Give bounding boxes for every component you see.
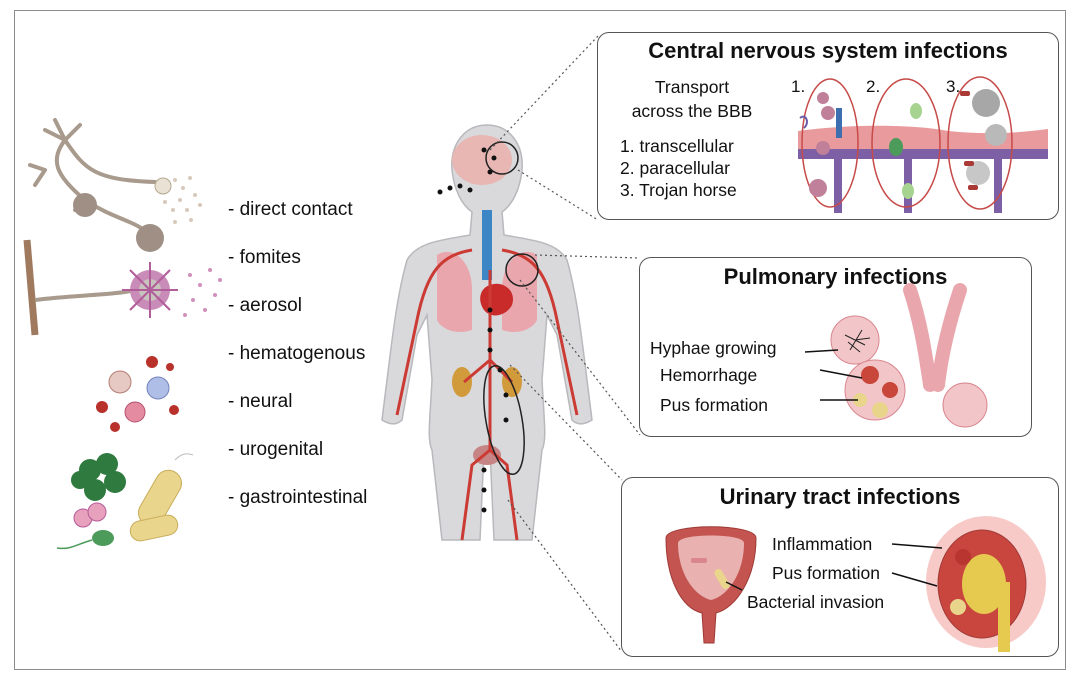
bbb-heading-line1: Transport bbox=[612, 75, 772, 99]
label-hemorrhage: Hemorrhage bbox=[660, 365, 757, 386]
bbb-heading-line2: across the BBB bbox=[612, 99, 772, 123]
blood-brain-barrier-illustration bbox=[788, 73, 1056, 213]
urinary-label-arrows bbox=[622, 478, 1060, 658]
urinary-tract-infections-panel: Urinary tract infections Inflammation Pu… bbox=[621, 477, 1059, 657]
bbb-mechanism-item: 2. paracellular bbox=[620, 157, 737, 179]
bbb-mechanism-item: 1. transcellular bbox=[620, 135, 737, 157]
bbb-mechanism-list: 1. transcellular 2. paracellular 3. Troj… bbox=[620, 135, 737, 201]
cns-panel-title: Central nervous system infections bbox=[598, 38, 1058, 64]
bbb-transport-heading: Transport across the BBB bbox=[612, 75, 772, 123]
pulmonary-panel-title: Pulmonary infections bbox=[640, 264, 1031, 290]
cns-infections-panel: Central nervous system infections Transp… bbox=[597, 32, 1059, 220]
label-hyphae-growing: Hyphae growing bbox=[650, 338, 776, 359]
pulmonary-infections-panel: Pulmonary infections Hyphae growing Hemo… bbox=[639, 257, 1032, 437]
lung-alveoli-illustration bbox=[810, 290, 1025, 430]
bbb-mechanism-item: 3. Trojan horse bbox=[620, 179, 737, 201]
label-pus-formation: Pus formation bbox=[660, 395, 768, 416]
